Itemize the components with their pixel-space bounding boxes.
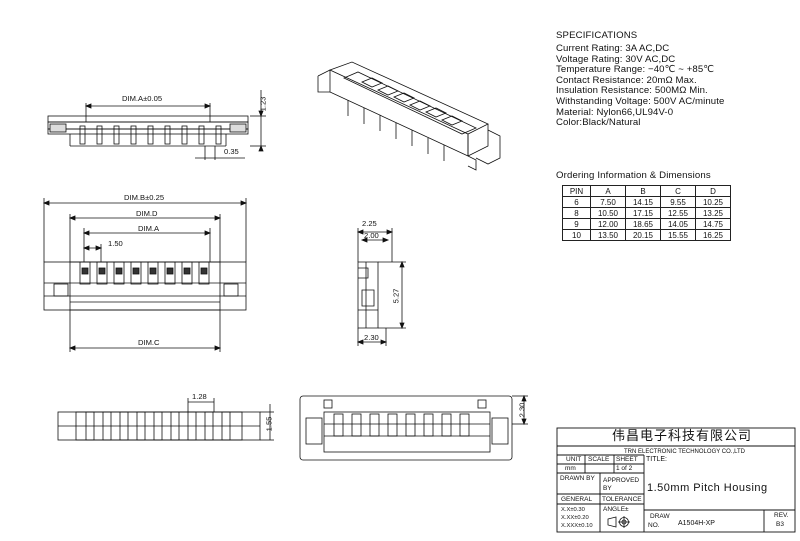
table-cell: 9 [562, 218, 591, 230]
dim-rear-height: 2.30 [517, 402, 527, 418]
top-view [47, 90, 266, 160]
table-cell: 10 [562, 229, 591, 241]
table-header-row: PIN A B C D [562, 185, 731, 197]
dim-front-d: DIM.D [136, 209, 158, 218]
bottom-view-pins [85, 411, 231, 441]
table-row: 8 10.50 17.15 12.55 13.25 [562, 207, 731, 219]
front-view [42, 198, 248, 352]
spec-item: Withstanding Voltage: 500V AC/minute [556, 95, 725, 107]
part-title: 1.50mm Pitch Housing [647, 482, 768, 494]
title-label: TITLE: [646, 456, 668, 463]
no-label: NO. [648, 522, 660, 529]
dim-pitch: 1.50 [108, 239, 123, 248]
angle-label: ANGLE± [603, 506, 629, 513]
dim-side-height: 5.27 [391, 288, 401, 304]
dim-bottom-pitch: 1.28 [192, 392, 207, 401]
dim-front-c: DIM.C [138, 338, 160, 347]
specifications-title: SPECIFICATIONS [556, 30, 638, 41]
title-block-frame [556, 427, 796, 533]
table-cell: 18.65 [625, 218, 661, 230]
table-row: 10 13.50 20.15 15.55 16.25 [562, 229, 731, 241]
rev-value: B3 [776, 521, 784, 528]
general-label: GENERAL [561, 496, 593, 503]
table-cell: 20.15 [625, 229, 661, 241]
tolerance-1: X.X±0.30 [561, 507, 585, 513]
drawing-number: A1504H-XP [678, 520, 715, 527]
tolerance-3: X.XXX±0.10 [561, 523, 593, 529]
table-cell: 14.75 [695, 218, 731, 230]
spec-item: Temperature Range: −40℃ ~ +85℃ [556, 64, 715, 76]
projection-symbol-icon [607, 516, 631, 530]
ordering-title: Ordering Information & Dimensions [556, 170, 711, 181]
spec-item: Material: Nylon66,UL94V-0 [556, 106, 674, 118]
table-cell: 7.50 [590, 196, 626, 208]
table-header: A [590, 185, 626, 197]
table-cell: 12.55 [660, 207, 696, 219]
table-row: 9 12.00 18.65 14.05 14.75 [562, 218, 731, 230]
table-cell: 14.05 [660, 218, 696, 230]
table-cell: 16.25 [695, 229, 731, 241]
sheet-value: 1 of 2 [616, 465, 633, 472]
drawn-by-label: DRAWN BY [560, 475, 595, 482]
table-cell: 13.50 [590, 229, 626, 241]
rear-view-contacts [333, 413, 470, 437]
bottom-view [57, 398, 274, 441]
table-cell: 15.55 [660, 229, 696, 241]
table-cell: 9.55 [660, 196, 696, 208]
spec-item: Current Rating: 3A AC,DC [556, 43, 670, 54]
spec-item: Contact Resistance: 20mΩ Max. [556, 74, 697, 86]
table-cell: 10.25 [695, 196, 731, 208]
dim-side-top: 2.25 [362, 219, 377, 228]
table-cell: 13.25 [695, 207, 731, 219]
company-name-en: TRN ELECTRONIC TECHNOLOGY CO.,LTD [624, 449, 746, 455]
specifications-list: Current Rating: 3A AC,DC Voltage Rating:… [556, 43, 725, 129]
table-cell: 10.50 [590, 207, 626, 219]
spec-item: Voltage Rating: 30V AC,DC [556, 53, 676, 65]
dim-top-width: DIM.A±0.05 [122, 94, 163, 103]
table-cell: 6 [562, 196, 591, 208]
dim-top-height: 1.23 [258, 96, 268, 112]
table-header: PIN [562, 185, 591, 197]
draw-label: DRAW [650, 513, 670, 520]
table-header: C [660, 185, 696, 197]
spec-item: Insulation Resistance: 500MΩ Min. [556, 85, 708, 97]
spec-item: Color:Black/Natural [556, 117, 641, 129]
dim-front-b: DIM.B±0.25 [124, 193, 165, 202]
company-name-cn: 伟昌电子科技有限公司 [612, 429, 753, 444]
tolerance-2: X.XX±0.20 [561, 515, 589, 521]
table-cell: 8 [562, 207, 591, 219]
table-cell: 12.00 [590, 218, 626, 230]
dim-top-offset: 0.35 [224, 147, 239, 156]
table-cell: 17.15 [625, 207, 661, 219]
rear-view [299, 394, 528, 461]
isometric-view [317, 61, 501, 171]
approved-by-label: BY [603, 485, 612, 492]
dim-bottom-height: 1.55 [264, 416, 274, 432]
iso-contacts [361, 77, 463, 126]
table-header: D [695, 185, 731, 197]
table-row: 6 7.50 14.15 9.55 10.25 [562, 196, 731, 208]
tolerance-label: TOLERANCE [602, 496, 642, 503]
sheet-label: SHEET [616, 456, 638, 463]
side-view [356, 228, 406, 346]
dim-side-bottom: 2.30 [364, 333, 379, 342]
unit-value: mm [565, 465, 576, 472]
approved-label: APPROVED [603, 477, 640, 484]
unit-label: UNIT [566, 456, 582, 463]
dim-side-inner: 2.00 [364, 231, 379, 240]
ordering-table: PIN A B C D 6 7.50 14.15 9.55 10.25 8 10… [562, 185, 731, 241]
table-cell: 14.15 [625, 196, 661, 208]
top-view-pins [79, 125, 222, 145]
front-view-contacts [79, 261, 210, 285]
scale-label: SCALE [588, 456, 610, 463]
dim-front-a: DIM.A [138, 224, 160, 233]
table-header: B [625, 185, 661, 197]
rev-label: REV. [774, 512, 789, 519]
